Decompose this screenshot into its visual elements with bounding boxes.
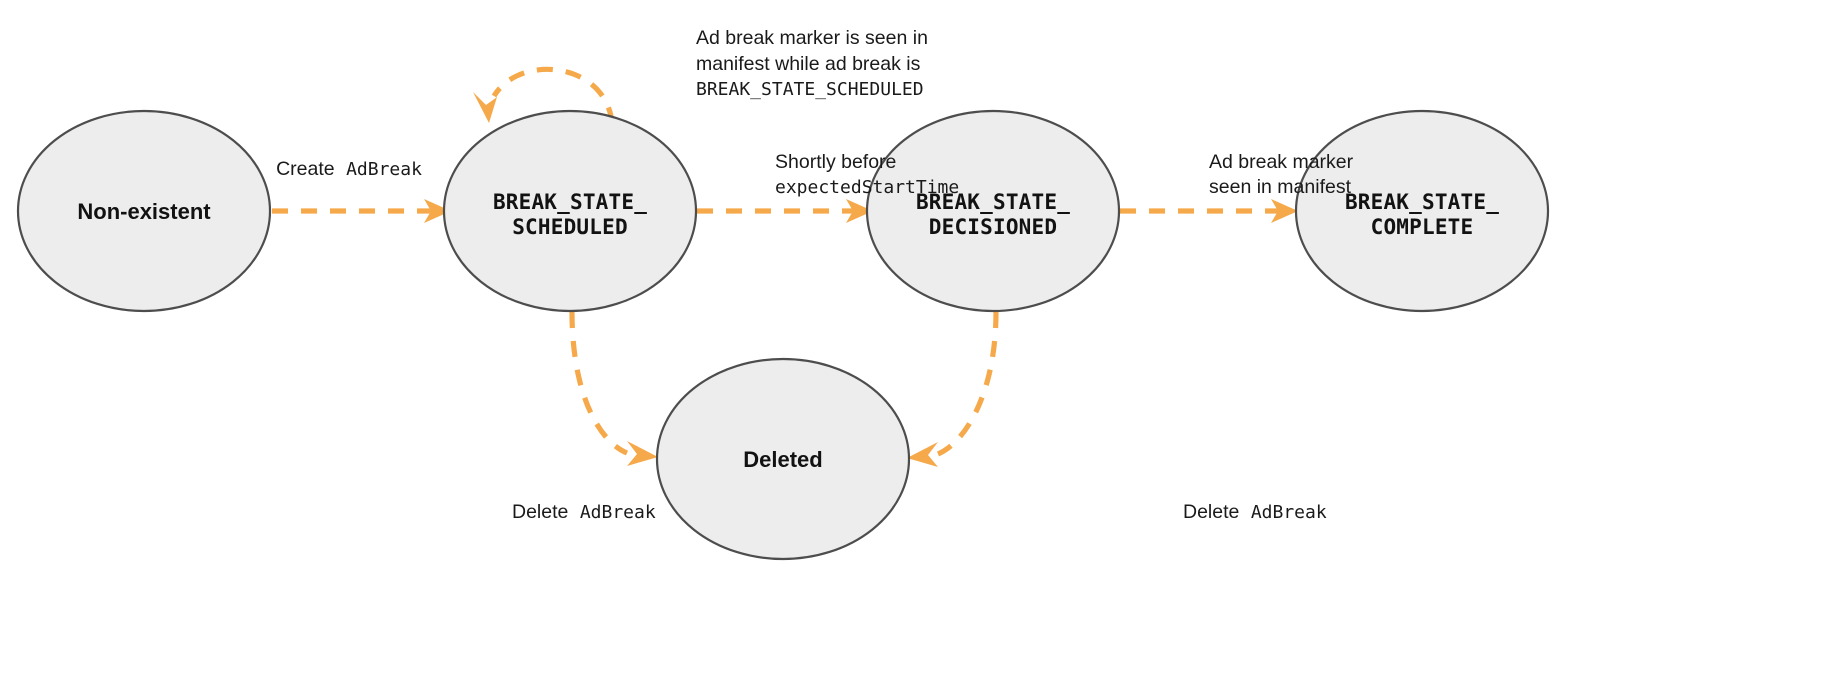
node-break-state-scheduled[interactable]: BREAK_STATE_ SCHEDULED [442, 109, 698, 313]
edge-label-delete-left-word1: Delete [512, 501, 568, 523]
edge-label-selfloop-line1: Ad break marker is seen in [696, 27, 928, 49]
node-non-existent[interactable]: Non-existent [16, 109, 272, 313]
edge-label-shortly-before: Shortly before expectedStartTime [775, 151, 959, 198]
edge-label-create-adbreak-word2: AdBreak [346, 159, 422, 180]
node-deleted-label: Deleted [743, 447, 822, 472]
edge-label-scheduled-self-loop: Ad break marker is seen in manifest whil… [696, 27, 928, 100]
edge-label-delete-left-text: Delete AdBreak [512, 501, 656, 523]
edge-marker-seen [1120, 199, 1298, 223]
edge-shortly-before [697, 199, 873, 223]
node-break-state-scheduled-shape[interactable] [442, 109, 698, 313]
node-non-existent-shape[interactable] [16, 109, 272, 313]
node-non-existent-label: Non-existent [77, 199, 211, 224]
edge-delete-from-scheduled-line [569, 311, 629, 456]
edge-label-delete-right-word2: AdBreak [1251, 502, 1327, 523]
edge-shortly-before-arrowhead [846, 199, 873, 223]
edge-label-selfloop-line3: BREAK_STATE_SCHEDULED [696, 79, 924, 100]
node-break-state-scheduled-label-line2: SCHEDULED [512, 215, 628, 239]
edge-create-adbreak-arrowhead [424, 199, 451, 223]
edge-scheduled-self-loop [473, 66, 615, 124]
edge-delete-from-decisioned [907, 311, 999, 467]
edge-delete-from-scheduled-arrowhead [627, 441, 658, 466]
node-deleted-shape[interactable] [655, 357, 911, 561]
edge-label-create-adbreak: Create AdBreak [276, 158, 422, 180]
edge-scheduled-self-loop-arrowhead [473, 92, 497, 123]
edge-delete-from-scheduled [569, 311, 658, 466]
edge-label-delete-from-scheduled: Delete AdBreak [512, 501, 656, 523]
node-break-state-decisioned-shape[interactable] [865, 109, 1121, 313]
node-break-state-decisioned-label-line2: DECISIONED [929, 215, 1057, 239]
edge-label-marker-line1: Ad break marker [1209, 151, 1354, 173]
node-deleted[interactable]: Deleted [655, 357, 911, 561]
node-break-state-decisioned-label-line1: BREAK_STATE_ [916, 190, 1070, 214]
node-break-state-scheduled-label-line1: BREAK_STATE_ [493, 190, 647, 214]
edge-label-delete-from-decisioned: Delete AdBreak [1183, 501, 1327, 523]
node-break-state-complete-label-line1: BREAK_STATE_ [1345, 190, 1499, 214]
edge-label-shortly-line2: expectedStartTime [775, 177, 959, 198]
edge-delete-from-decisioned-line [936, 311, 999, 457]
edge-create-adbreak [272, 199, 451, 223]
edge-marker-seen-arrowhead [1271, 199, 1298, 223]
edge-label-create-adbreak-text: Create AdBreak [276, 158, 422, 180]
edge-label-delete-right-word1: Delete [1183, 501, 1239, 523]
edge-label-selfloop-line2: manifest while ad break is [696, 53, 921, 75]
edge-label-shortly-line1: Shortly before [775, 151, 896, 173]
edge-label-marker-line2: seen in manifest [1209, 176, 1352, 198]
node-break-state-complete-label-line2: COMPLETE [1371, 215, 1474, 239]
node-break-state-complete-shape[interactable] [1294, 109, 1550, 313]
node-break-state-complete[interactable]: BREAK_STATE_ COMPLETE [1294, 109, 1550, 313]
edge-label-delete-left-word2: AdBreak [580, 502, 656, 523]
edge-label-delete-right-text: Delete AdBreak [1183, 501, 1327, 523]
edge-label-create-adbreak-word1: Create [276, 158, 335, 180]
edge-delete-from-decisioned-arrowhead [907, 442, 938, 467]
edge-label-marker-seen: Ad break marker seen in manifest [1209, 151, 1354, 198]
node-break-state-decisioned[interactable]: BREAK_STATE_ DECISIONED [865, 109, 1121, 313]
